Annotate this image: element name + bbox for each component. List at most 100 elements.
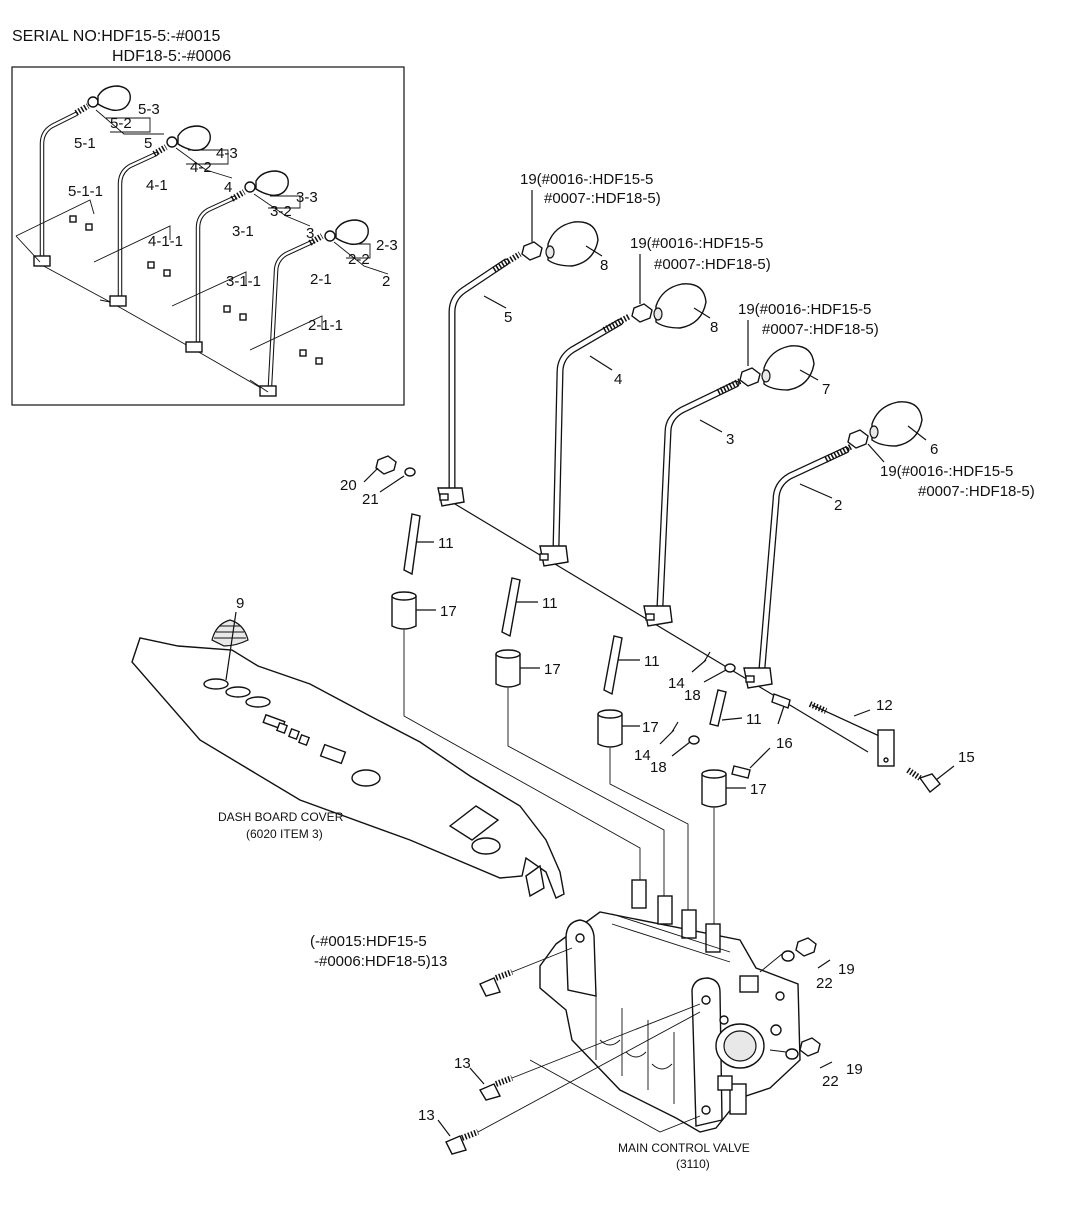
caption-dash-board-cover-line-2: (6020 ITEM 3) [246, 827, 323, 841]
inset-nut-4-2 [166, 136, 178, 148]
caption-main-control-valve-line-2: (3110) [676, 1157, 710, 1171]
lever-assembly [375, 221, 941, 808]
inset-lever-3-1 [195, 195, 237, 345]
callout-19-lever-2-line-1: 19(#0016-:HDF15-5 [880, 463, 1013, 480]
callout-19-lever-5-line-1: 19(#0016-:HDF15-5 [520, 171, 653, 188]
bolt-13-a [479, 977, 501, 997]
inset-label-4: 4 [224, 179, 232, 196]
callout-11-c: 11 [644, 653, 660, 670]
callout-11-b: 11 [542, 595, 558, 612]
inset-label-5-3: 5-3 [138, 101, 160, 118]
inset-label-2-1-1: 2-1-1 [308, 317, 343, 334]
washer-22-a [781, 950, 795, 962]
callout-5: 5 [504, 309, 512, 326]
washer-18-b [688, 735, 700, 745]
link-11-b [501, 577, 521, 638]
grommet-9 [211, 619, 249, 647]
washer-21 [404, 467, 416, 477]
callout-19-lever-2-line-2: #0007-:HDF18-5) [918, 483, 1035, 500]
shaft-bracket [877, 729, 895, 767]
lever-2 [758, 446, 850, 672]
nut-19-valve-b [799, 1037, 821, 1057]
callout-19-valve-a: 19 [838, 961, 855, 978]
inset-label-2-2: 2-2 [348, 251, 370, 268]
nut-19-lever-4 [631, 303, 653, 323]
knob-6-lever-2 [871, 401, 923, 447]
inset-label-2-3: 2-3 [376, 237, 398, 254]
callout-19-lever-5-line-2: #0007-:HDF18-5) [544, 190, 661, 207]
leader-lines [225, 190, 955, 1137]
callout-7: 7 [822, 381, 830, 398]
callout-3: 3 [726, 431, 734, 448]
nut-19-lever-3 [739, 367, 761, 387]
callout-8-a: 8 [600, 257, 608, 274]
callout-19-lever-4-line-2: #0007-:HDF18-5) [654, 256, 771, 273]
inset-nut-3-2 [244, 181, 256, 193]
callout-19-lever-3-line-1: 19(#0016-:HDF15-5 [738, 301, 871, 318]
inset-shaft-line [37, 262, 269, 393]
inset-lever-3-base [185, 341, 203, 353]
washer-18-a [724, 663, 736, 673]
dash-board-cover-panel [131, 637, 565, 899]
link-11-a [403, 513, 421, 576]
caption-dash-board-cover-line-1: DASH BOARD COVER [218, 810, 344, 824]
callout-19-lever-3-line-2: #0007-:HDF18-5) [762, 321, 879, 338]
callout-18-b: 18 [650, 759, 667, 776]
callout-21: 21 [362, 491, 379, 508]
inset-label-2-1: 2-1 [310, 271, 332, 288]
inset-label-3-3: 3-3 [296, 189, 318, 206]
inset-knob-3-3 [255, 170, 289, 196]
valve-body [539, 911, 801, 1133]
inset-label-4-2: 4-2 [190, 159, 212, 176]
inset-label-3: 3 [306, 225, 314, 242]
callout-9: 9 [236, 595, 244, 612]
link-11-c [603, 635, 623, 696]
inset-label-5-2: 5-2 [110, 115, 132, 132]
callout-2: 2 [834, 497, 842, 514]
callout-17-b: 17 [544, 661, 561, 678]
nut-19-lever-2 [847, 429, 869, 449]
inset-knob-4-3 [177, 125, 211, 151]
pin-16-a [771, 693, 791, 709]
bolt-15 [918, 773, 941, 794]
callout-4: 4 [614, 371, 622, 388]
serial-number-line-1: SERIAL NO:HDF15-5:-#0015 [12, 28, 220, 45]
inset-label-4-1: 4-1 [146, 177, 168, 194]
inset-lever-4-base [109, 295, 127, 307]
nut-19-lever-5 [521, 241, 543, 261]
knob-8-lever-4 [655, 283, 707, 329]
callout-14-b: 14 [634, 747, 651, 764]
main-control-valve [539, 879, 801, 1133]
washer-22-b [785, 1048, 799, 1060]
callout-22-b: 22 [822, 1073, 839, 1090]
nut-20 [375, 455, 397, 475]
callout-14-a: 14 [668, 675, 685, 692]
callout-labels: 19(#0016-:HDF15-5 #0007-:HDF18-5) 19(#00… [218, 171, 1035, 1171]
callout-8-b: 8 [710, 319, 718, 336]
callout-18-a: 18 [684, 687, 701, 704]
inset-label-3-1-1: 3-1-1 [226, 273, 261, 290]
callout-19-valve-b: 19 [846, 1061, 863, 1078]
bolt-13-c [445, 1135, 467, 1155]
valve-right-ear [691, 977, 723, 1127]
knob-8-lever-5 [547, 221, 599, 267]
callout-19-lever-4-line-1: 19(#0016-:HDF15-5 [630, 235, 763, 252]
inset-label-2: 2 [382, 273, 390, 290]
inset-frame [11, 66, 405, 406]
inset-label-3-2: 3-2 [270, 203, 292, 220]
callout-11-d: 11 [746, 711, 762, 728]
inset-lever-2-base [259, 385, 277, 397]
callout-22-a: 22 [816, 975, 833, 992]
caption-main-control-valve-line-1: MAIN CONTROL VALVE [618, 1141, 750, 1155]
inset-lever-5-base [33, 255, 51, 267]
callout-16: 16 [776, 735, 793, 752]
inset-nut-2-2 [324, 230, 336, 242]
callout-20: 20 [340, 477, 357, 494]
callout-17-d: 17 [750, 781, 767, 798]
callout-6: 6 [930, 441, 938, 458]
pin-16-b [731, 765, 751, 779]
callout-13-c: 13 [418, 1107, 435, 1124]
inset-knob-5-3 [97, 85, 131, 111]
inset-knob-2-3 [335, 219, 369, 245]
